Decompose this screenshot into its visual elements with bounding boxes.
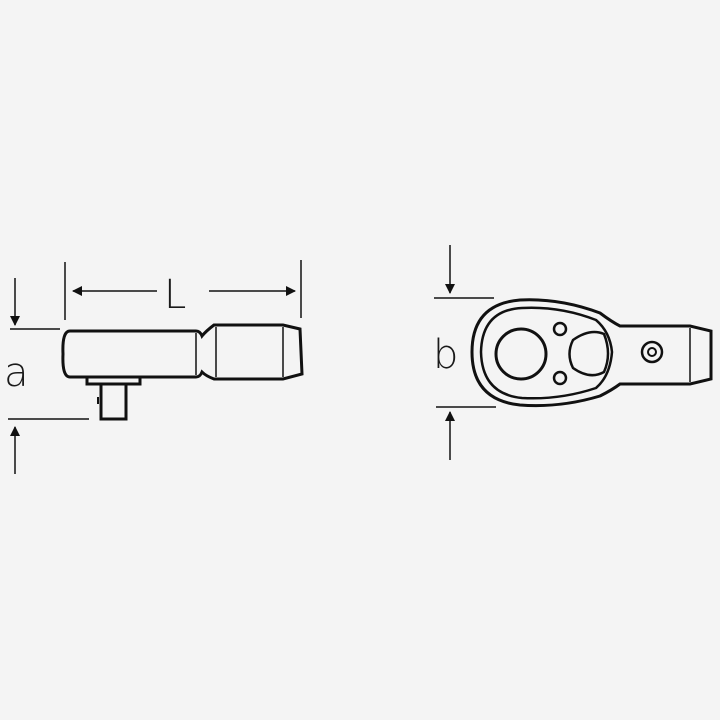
square-drive [99, 382, 128, 421]
pin-hole-bottom [552, 370, 568, 386]
ratchet-head-inner [479, 306, 614, 400]
top-view [434, 245, 713, 460]
drive-hole [494, 327, 548, 381]
label-height: a [4, 350, 29, 396]
screw-icon [640, 340, 664, 364]
ratchet-head-outline [470, 298, 713, 408]
label-width: b [433, 332, 458, 378]
ratchet-head-side [61, 323, 304, 381]
label-length: L [164, 272, 186, 318]
pawl-cutout [568, 330, 610, 377]
side-view [8, 260, 304, 474]
pin-hole-top [552, 321, 568, 337]
